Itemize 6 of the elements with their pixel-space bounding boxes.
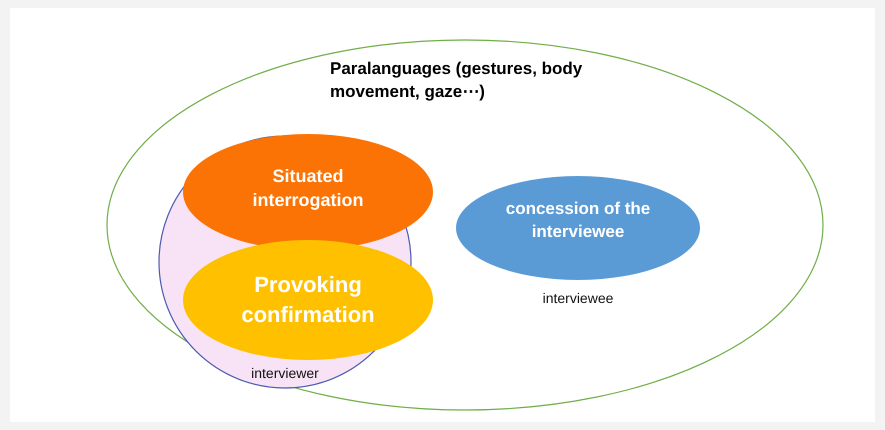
caption-text: interviewee	[542, 290, 614, 306]
heading-text: Paralanguages (gestures, body movement, gaze⋯)	[330, 58, 584, 103]
oval-label: Provoking confirmation	[240, 271, 376, 329]
oval-label: Situated interrogation	[252, 165, 364, 212]
group-label: interviewer	[250, 364, 320, 383]
oval-label: concession of the interviewee	[504, 198, 652, 243]
